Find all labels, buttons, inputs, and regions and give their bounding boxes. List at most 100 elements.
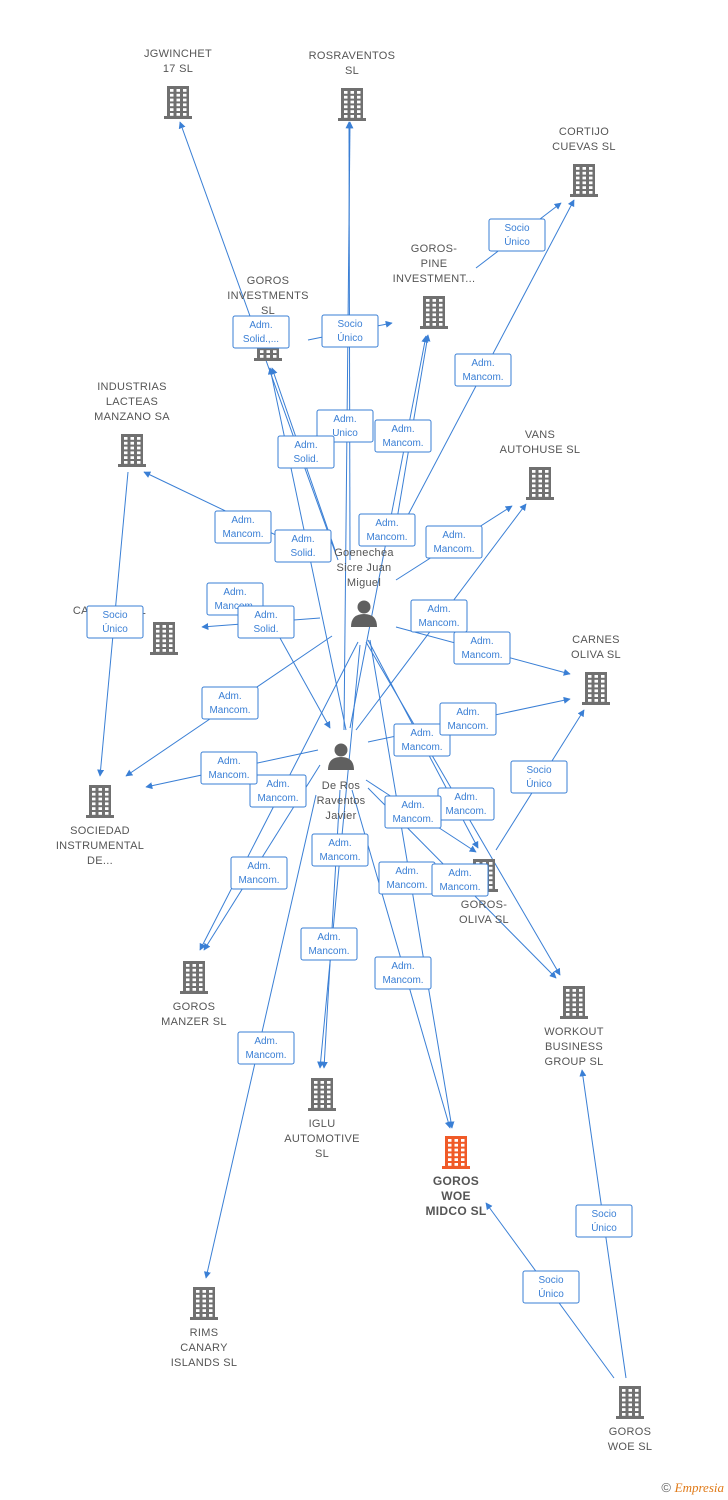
building-icon[interactable] xyxy=(560,986,588,1019)
relation-label[interactable]: Adm.Mancom. xyxy=(425,525,483,559)
building-icon[interactable] xyxy=(420,296,448,329)
building-icon[interactable] xyxy=(338,88,366,121)
relation-label[interactable]: Adm.Mancom. xyxy=(384,795,442,829)
relation-label[interactable]: Adm.Solid. xyxy=(277,435,335,469)
relation-label[interactable]: Adm.Mancom. xyxy=(201,686,259,720)
relation-label[interactable]: Adm.Mancom. xyxy=(431,863,489,897)
building-window xyxy=(588,679,592,683)
relation-label[interactable]: Adm.Mancom. xyxy=(378,861,436,895)
company-node[interactable]: GOROS-PINEINVESTMENT... xyxy=(393,243,476,329)
relation-label-text: Solid. xyxy=(290,548,315,559)
relation-label-text: Adm. xyxy=(328,838,351,849)
building-window xyxy=(545,494,549,497)
building-icon[interactable] xyxy=(190,1287,218,1320)
relation-label[interactable]: Adm.Mancom. xyxy=(393,723,451,757)
relation-label[interactable]: Adm.Mancom. xyxy=(230,856,288,890)
relation-label[interactable]: Adm.Mancom. xyxy=(453,631,511,665)
company-name: WORKOUT xyxy=(544,1026,604,1038)
relation-label[interactable]: Adm.Mancom. xyxy=(214,510,272,544)
building-window xyxy=(130,451,134,455)
building-icon[interactable] xyxy=(616,1386,644,1419)
building-window xyxy=(344,95,348,99)
building-window xyxy=(183,108,187,111)
relation-label[interactable]: Adm.Mancom. xyxy=(300,927,358,961)
building-icon[interactable] xyxy=(526,467,554,500)
building-icon[interactable] xyxy=(442,1136,470,1169)
building-window xyxy=(545,484,549,488)
person-icon[interactable] xyxy=(328,743,354,771)
relation-label-box xyxy=(453,631,511,665)
relation-label-text: Adm. xyxy=(249,320,272,331)
company-name: DE... xyxy=(87,855,113,867)
building-icon[interactable] xyxy=(150,622,178,655)
building-icon[interactable] xyxy=(164,86,192,119)
building-window xyxy=(439,323,443,326)
building-window xyxy=(589,176,593,180)
relation-label[interactable]: Adm.Solid. xyxy=(237,605,295,639)
building-icon[interactable] xyxy=(308,1078,336,1111)
relation-label-box xyxy=(425,525,483,559)
relation-label[interactable]: Adm.Mancom. xyxy=(437,787,495,821)
building-icon[interactable] xyxy=(570,164,598,197)
person-body xyxy=(351,614,377,627)
building-icon[interactable] xyxy=(582,672,610,705)
company-node[interactable]: SOCIEDADINSTRUMENTALDE... xyxy=(56,785,144,867)
building-window xyxy=(357,100,361,104)
relation-label[interactable]: Adm.Mancom. xyxy=(358,513,416,547)
building-base xyxy=(526,497,554,500)
relation-label[interactable]: Adm.Unico xyxy=(316,409,374,443)
relation-label-text: Mancom. xyxy=(461,650,502,661)
relation-label-text: Mancom. xyxy=(418,618,459,629)
building-window xyxy=(92,797,96,801)
building-window xyxy=(357,115,361,118)
relation-label[interactable]: Adm.Mancom. xyxy=(249,774,307,808)
building-icon[interactable] xyxy=(180,961,208,994)
building-window xyxy=(199,978,203,982)
building-window xyxy=(196,1299,200,1303)
relation-label-box xyxy=(488,218,546,252)
relation-label[interactable]: Adm.Solid.,... xyxy=(232,315,290,349)
building-window xyxy=(327,1095,331,1099)
building-window xyxy=(98,788,102,791)
building-icon[interactable] xyxy=(86,785,114,818)
building-window xyxy=(98,812,102,815)
relation-label[interactable]: Adm.Mancom. xyxy=(311,833,369,867)
relation-label[interactable]: Adm.Mancom. xyxy=(454,353,512,387)
building-window xyxy=(130,446,134,450)
relation-label[interactable]: Adm.Mancom. xyxy=(439,702,497,736)
building-icon[interactable] xyxy=(118,434,146,467)
relation-label[interactable]: Adm.Mancom. xyxy=(374,419,432,453)
building-window xyxy=(589,181,593,185)
relation-label[interactable]: Adm.Mancom. xyxy=(237,1031,295,1065)
relation-label[interactable]: Adm.Mancom. xyxy=(374,956,432,990)
brand-logo-text[interactable]: Empresia xyxy=(674,1480,724,1495)
relation-label[interactable]: Adm.Solid. xyxy=(274,529,332,563)
building-window xyxy=(594,689,598,693)
relation-label-box xyxy=(201,686,259,720)
building-window xyxy=(601,679,605,683)
person-icon[interactable] xyxy=(351,600,377,628)
relation-label[interactable]: Adm.Mancom. xyxy=(200,751,258,785)
relation-label[interactable]: Adm.Mancom. xyxy=(410,599,468,633)
relation-label-box xyxy=(393,723,451,757)
